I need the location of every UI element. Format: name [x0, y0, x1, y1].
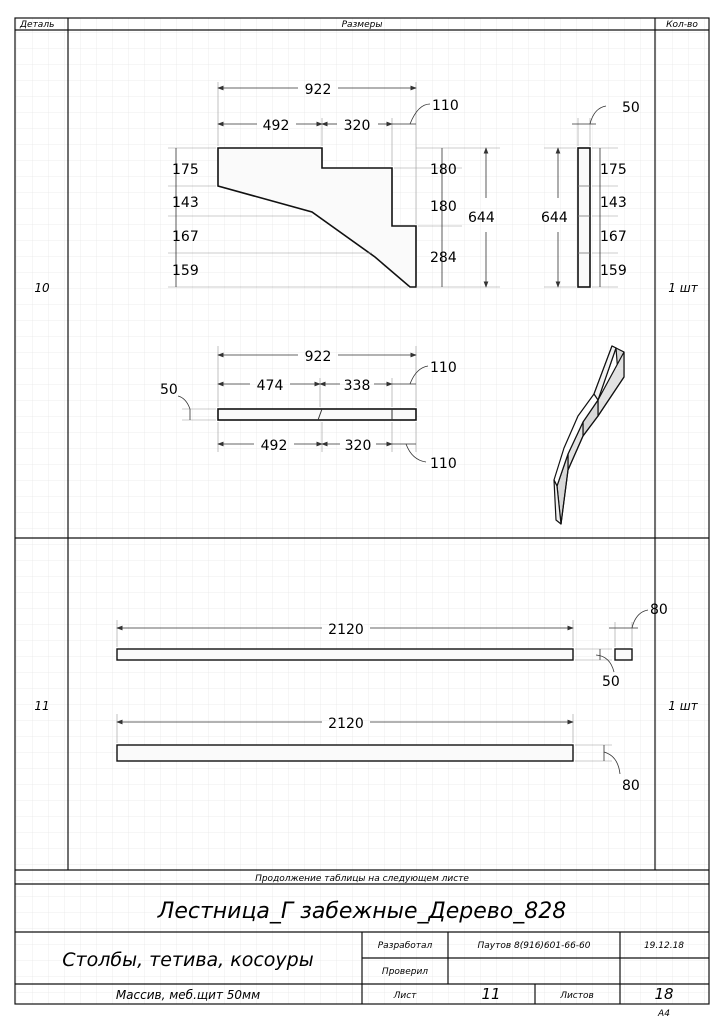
paper-format: А4	[657, 1009, 670, 1019]
table-frame	[14, 17, 710, 1005]
header-qty: Кол-во	[666, 20, 698, 30]
sheets-total: 18	[654, 985, 673, 1003]
side-right-dim-2: 180	[430, 199, 457, 215]
part-10-id: 10	[34, 281, 50, 295]
project-title: Лестница_Г забежные_Дерево_828	[157, 899, 566, 924]
top-seg3: 110	[430, 360, 457, 376]
sheet-subject: Столбы, тетива, косоуры	[62, 949, 313, 971]
top-overall-width: 922	[305, 349, 332, 365]
edge-dim-1: 175	[600, 162, 627, 178]
bottom-seg3: 110	[430, 456, 457, 472]
side-overall-width: 922	[305, 82, 332, 98]
bar2-length: 2120	[328, 716, 364, 732]
part-10-top-view: 922 474 338 110 50 492 320 110	[160, 346, 457, 472]
side-left-dim-4: 159	[172, 263, 199, 279]
top-thickness: 50	[160, 382, 178, 398]
sheet-number: 11	[481, 985, 500, 1003]
bar1-length: 2120	[328, 622, 364, 638]
side-seg3: 110	[432, 98, 459, 114]
sheets-label: Листов	[559, 991, 594, 1001]
edge-dim-3: 167	[600, 229, 627, 245]
part-11-qty: 1 шт	[668, 699, 698, 713]
side-left-dim-1: 175	[172, 162, 199, 178]
header-detail: Деталь	[19, 20, 54, 30]
bar2-height: 80	[622, 778, 640, 794]
side-right-dim-1: 180	[430, 162, 457, 178]
continuation-note: Продолжение таблицы на следующем листе	[255, 874, 469, 884]
bar1-thickness: 50	[602, 674, 620, 690]
part-10-side-view: 922 492 320 110 175 143 167 159 180 180 …	[168, 82, 500, 288]
edge-dim-2: 143	[600, 195, 627, 211]
part-10-edge-view: 644 50 175 143 167 159	[541, 100, 640, 288]
top-seg1: 474	[257, 378, 284, 394]
developed-label: Разработал	[378, 941, 433, 951]
material: Массив, меб.щит 50мм	[116, 988, 260, 1002]
side-seg2: 320	[344, 118, 371, 134]
edge-thickness: 50	[622, 100, 640, 116]
sheet-label: Лист	[393, 991, 418, 1001]
side-total-height: 644	[468, 210, 495, 226]
header-dimensions: Размеры	[342, 20, 383, 30]
part-10-qty: 1 шт	[668, 281, 698, 295]
side-right-dim-3: 284	[430, 250, 457, 266]
side-left-dim-2: 143	[172, 195, 199, 211]
part-10-isometric-view	[553, 345, 625, 525]
developer: Паутов 8(916)601-66-60	[477, 941, 590, 951]
edge-dim-4: 159	[600, 263, 627, 279]
side-left-dim-3: 167	[172, 229, 199, 245]
bottom-seg1: 492	[261, 438, 288, 454]
date: 19.12.18	[644, 941, 684, 951]
bar1-section-width: 80	[650, 602, 668, 618]
part-11-id: 11	[34, 699, 49, 713]
checked-label: Проверил	[382, 967, 428, 977]
top-seg2: 338	[344, 378, 371, 394]
edge-height: 644	[541, 210, 568, 226]
side-seg1: 492	[263, 118, 290, 134]
bottom-seg2: 320	[345, 438, 372, 454]
part-11-views: 2120 80 50 2120 80	[116, 602, 668, 794]
